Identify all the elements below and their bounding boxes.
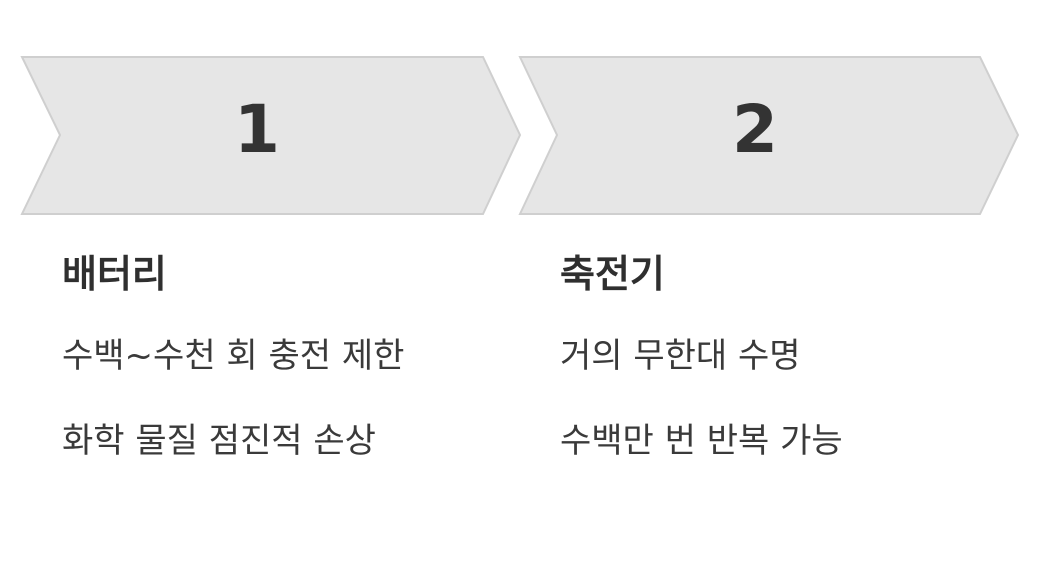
step-description-line: 화학 물질 점진적 손상 <box>62 421 376 461</box>
step-column-1: 1 배터리 수백~수천 회 충전 제한 화학 물질 점진적 손상 <box>0 0 470 578</box>
step-number: 1 <box>234 91 280 168</box>
step-description-line: 수백만 번 반복 가능 <box>560 421 843 461</box>
step-description-line: 수백~수천 회 충전 제한 <box>62 336 405 376</box>
step-title: 배터리 <box>62 252 167 296</box>
chevron-row <box>20 56 1020 215</box>
step-number: 2 <box>732 91 778 168</box>
step-column-2: 2 축전기 거의 무한대 수명 수백만 번 반복 가능 <box>498 0 968 578</box>
chevron-shape-2 <box>518 56 1020 215</box>
step-description-line: 거의 무한대 수명 <box>560 336 801 376</box>
chevron-shape-1 <box>20 56 522 215</box>
step-title: 축전기 <box>560 252 665 296</box>
